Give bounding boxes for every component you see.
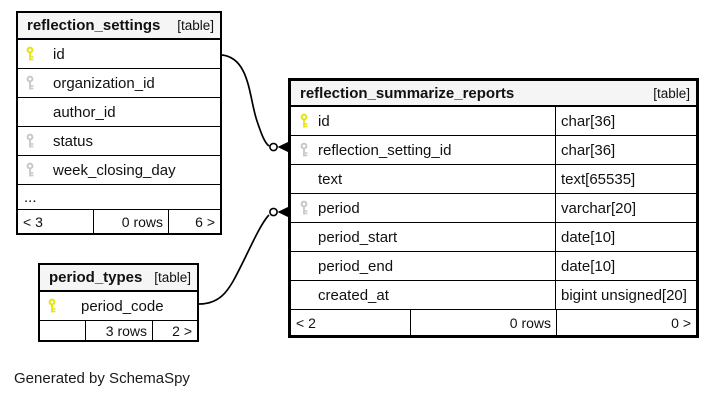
column-type: text[65535] <box>561 170 636 188</box>
column-type: char[36] <box>561 141 616 159</box>
column-name: id <box>318 112 330 130</box>
indexed-key-icon <box>25 133 35 149</box>
footer-children-count: < 3 <box>23 213 43 230</box>
column-type: date[10] <box>561 228 616 246</box>
zero-or-one-circle-icon <box>269 142 278 152</box>
table-name: period_types <box>49 269 143 286</box>
table-period-types: period_types [table] period_code 3 rows … <box>38 263 199 342</box>
zero-or-one-circle-icon <box>269 207 278 217</box>
column-row-period-end: period_end date[10] <box>291 252 696 281</box>
column-type: char[36] <box>561 112 616 130</box>
indexed-key-icon <box>299 142 309 158</box>
table-reflection-settings: reflection_settings [table] id organizat… <box>16 11 222 235</box>
column-row-id: id char[36] <box>291 107 696 136</box>
column-name: author_id <box>53 103 116 121</box>
table-reflection-summarize-reports: reflection_summarize_reports [table] id … <box>288 78 699 338</box>
primary-key-icon <box>299 113 309 129</box>
column-row-reflection-setting-id: reflection_setting_id char[36] <box>291 136 696 165</box>
column-name: reflection_setting_id <box>318 141 452 159</box>
column-name: period_end <box>318 257 394 275</box>
column-row-created-at: created_at bigint unsigned[20] <box>291 281 696 310</box>
more-columns-ellipsis: ... <box>18 185 220 210</box>
column-name: created_at <box>318 286 389 304</box>
primary-key-icon <box>47 298 57 314</box>
column-row-id: id <box>18 40 220 69</box>
footer-children-count: < 2 <box>296 314 316 331</box>
column-row-period-start: period_start date[10] <box>291 223 696 252</box>
column-name: id <box>53 45 65 63</box>
footer-row-count: 3 rows <box>85 321 152 340</box>
column-name: text <box>318 170 343 188</box>
column-type: bigint unsigned[20] <box>561 286 687 304</box>
column-name: period_code <box>81 297 164 315</box>
column-row-organization-id: organization_id <box>18 69 220 98</box>
indexed-key-icon <box>25 162 35 178</box>
table-header-reflection-summarize-reports[interactable]: reflection_summarize_reports [table] <box>291 81 696 107</box>
table-footer: 3 rows 2 > <box>40 321 197 340</box>
column-row-status: status <box>18 127 220 156</box>
table-name: reflection_settings <box>27 17 161 34</box>
table-footer: < 2 0 rows 0 > <box>291 310 696 335</box>
column-row-period: period varchar[20] <box>291 194 696 223</box>
indexed-key-icon <box>25 75 35 91</box>
table-tag: [table] <box>653 85 690 101</box>
column-row-week-closing-day: week_closing_day <box>18 156 220 185</box>
column-name: week_closing_day <box>53 161 176 179</box>
footer-row-count: 0 rows <box>410 310 556 335</box>
relationship-reflection-settings-to-reports <box>221 54 290 153</box>
footer-parents-count: 6 > <box>168 210 220 233</box>
table-tag: [table] <box>154 270 191 285</box>
column-row-period-code: period_code <box>40 292 197 321</box>
column-type: varchar[20] <box>561 199 637 217</box>
ellipsis-text: ... <box>24 188 37 206</box>
column-name: organization_id <box>53 74 155 92</box>
column-name: period_start <box>318 228 398 246</box>
column-row-text: text text[65535] <box>291 165 696 194</box>
table-header-reflection-settings[interactable]: reflection_settings [table] <box>18 13 220 40</box>
primary-key-icon <box>25 46 35 62</box>
column-row-author-id: author_id <box>18 98 220 127</box>
generator-credit: Generated by SchemaSpy <box>14 370 190 387</box>
footer-parents-count: 0 > <box>556 310 696 335</box>
table-header-period-types[interactable]: period_types [table] <box>40 265 197 292</box>
column-name: period <box>318 199 360 217</box>
table-tag: [table] <box>177 18 214 33</box>
table-footer: < 3 0 rows 6 > <box>18 210 220 233</box>
table-name: reflection_summarize_reports <box>300 84 515 102</box>
column-name: status <box>53 132 94 150</box>
indexed-key-icon <box>299 200 309 216</box>
footer-children-count <box>40 321 85 340</box>
footer-row-count: 0 rows <box>93 210 168 233</box>
footer-parents-count: 2 > <box>152 321 197 340</box>
column-type: date[10] <box>561 257 616 275</box>
relationship-curve <box>221 54 270 147</box>
